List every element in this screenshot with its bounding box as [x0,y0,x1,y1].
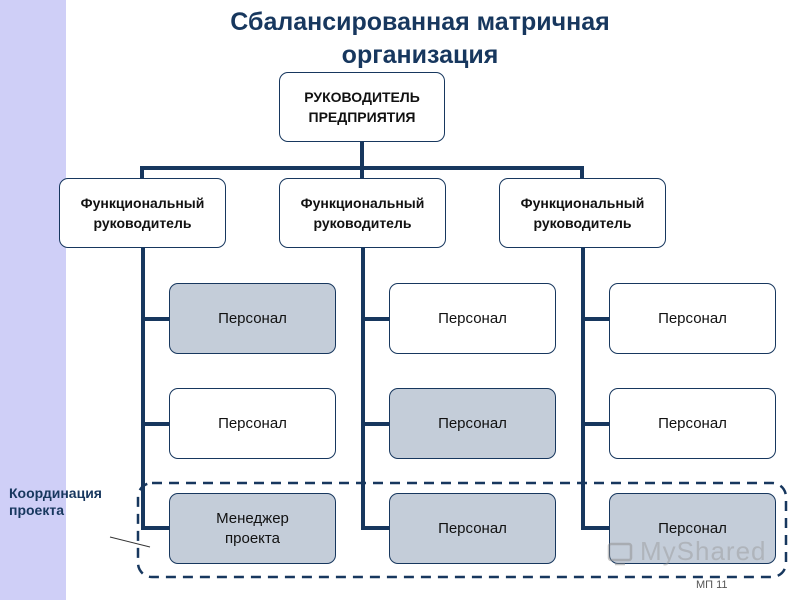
functional-manager-1-line-1: Функциональный [80,195,205,211]
staff-label: Персонал [218,414,287,432]
staff-box-col3-row1: Персонал [609,283,776,354]
project-manager-box: Менеджер проекта [169,493,336,564]
enterprise-head-line-2: ПРЕДПРИЯТИЯ [308,109,416,125]
staff-box-col1-row2: Персонал [169,388,336,459]
watermark-text: MyShared [640,536,767,566]
staff-label: Персонал [218,309,287,327]
functional-manager-1-line-2: руководитель [93,215,192,231]
staff-label: Персонал [658,309,727,327]
coordination-frame [136,481,788,579]
staff-label: Персонал [438,309,507,327]
watermark-logo-icon [607,542,633,566]
enterprise-head-box: РУКОВОДИТЕЛЬ ПРЕДПРИЯТИЯ [279,72,445,142]
staff-box-col2-row3: Персонал [389,493,556,564]
functional-manager-2-line-2: руководитель [313,215,412,231]
functional-manager-3-line-1: Функциональный [520,195,645,211]
staff-box-col1-row1: Персонал [169,283,336,354]
functional-manager-box-2: Функциональный руководитель [279,178,446,248]
staff-box-col2-row2: Персонал [389,388,556,459]
staff-label: Персонал [438,414,507,432]
staff-box-col3-row3: Персонал [609,493,776,564]
coordination-label: Координация проекта [9,485,102,519]
project-manager-line-2: проекта [225,529,280,547]
project-manager-line-1: Менеджер [216,509,289,527]
page-title: Сбалансированная матричная организация [120,6,720,72]
staff-box-col2-row1: Персонал [389,283,556,354]
staff-label: Персонал [658,414,727,432]
staff-label: Персонал [658,519,727,537]
title-line-1: Сбалансированная матричная [230,8,610,36]
staff-box-col3-row2: Персонал [609,388,776,459]
title-line-2: организация [341,41,499,69]
slide-number: МП 11 [696,579,728,591]
side-band [0,0,66,600]
functional-manager-box-3: Функциональный руководитель [499,178,666,248]
coordination-pointer [109,536,151,548]
functional-manager-2-line-1: Функциональный [300,195,425,211]
functional-manager-box-1: Функциональный руководитель [59,178,226,248]
functional-manager-3-line-2: руководитель [533,215,632,231]
coordination-line-2: проекта [9,502,64,518]
coordination-line-1: Координация [9,485,102,501]
staff-label: Персонал [438,519,507,537]
enterprise-head-line-1: РУКОВОДИТЕЛЬ [304,89,420,105]
